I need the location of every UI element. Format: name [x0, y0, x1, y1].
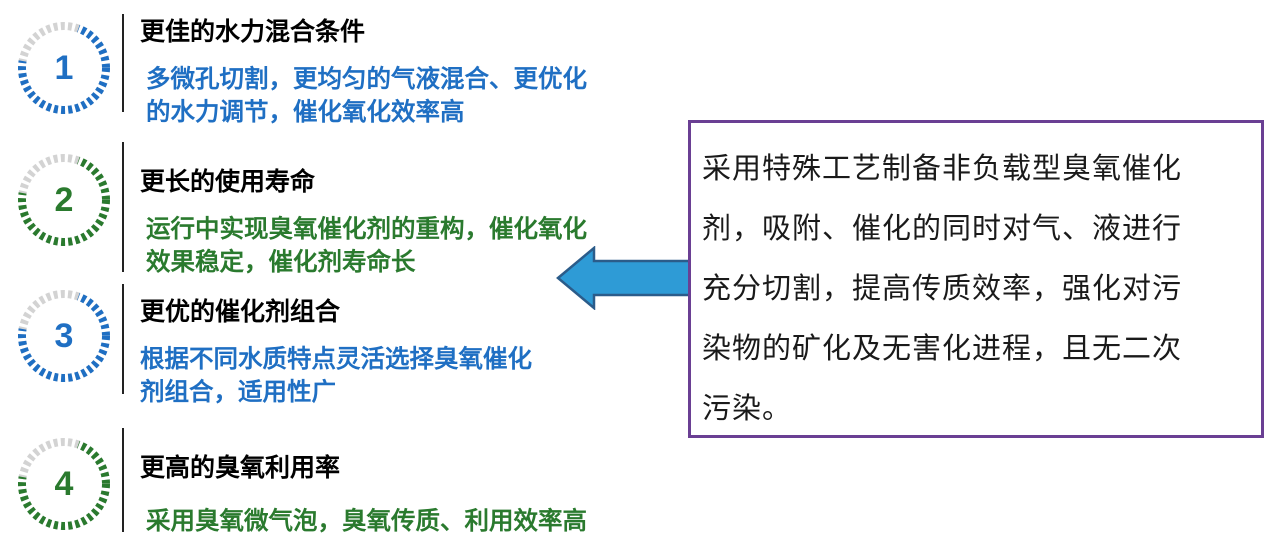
item-desc-1-line-1: 多微孔切割，更均匀的气液混合、更优化	[146, 64, 587, 93]
callout-line-5: 污染。	[702, 391, 793, 425]
callout-line-1: 采用特殊工艺制备非负载型臭氧催化	[702, 151, 1183, 185]
callout-line-4: 染物的矿化及无害化进程，且无二次	[702, 331, 1183, 365]
item-title-4: 更高的臭氧利用率	[140, 453, 341, 482]
step-number-2: 2	[54, 181, 74, 219]
step-number-3: 3	[54, 317, 74, 355]
divider-3	[122, 284, 124, 394]
item-desc-1-line-2: 的水力调节，催化氧化效率高	[146, 97, 465, 126]
ring-icon-2	[18, 154, 110, 246]
item-desc-3-line-2: 剂组合，适用性广	[140, 377, 336, 406]
item-desc-3-line-1: 根据不同水质特点灵活选择臭氧催化	[140, 344, 532, 373]
item-title-2: 更长的使用寿命	[140, 167, 316, 196]
item-desc-4-line-1: 采用臭氧微气泡，臭氧传质、利用效率高	[146, 506, 587, 535]
item-desc-2-line-1: 运行中实现臭氧催化剂的重构，催化氧化	[146, 214, 587, 243]
callout-line-2: 剂，吸附、催化的同时对气、液进行	[702, 211, 1183, 245]
left-arrow-icon	[556, 246, 694, 310]
divider-2	[122, 142, 124, 272]
callout-line-3: 充分切割，提高传质效率，强化对污	[702, 271, 1183, 305]
item-title-1: 更佳的水力混合条件	[140, 17, 366, 46]
item-title-3: 更优的催化剂组合	[140, 297, 341, 326]
description-callout: 采用特殊工艺制备非负载型臭氧催化 剂，吸附、催化的同时对气、液进行 充分切割，提…	[688, 120, 1264, 438]
step-number-1: 1	[54, 49, 74, 87]
step-number-4: 4	[54, 465, 74, 503]
item-desc-2-line-2: 效果稳定，催化剂寿命长	[146, 247, 416, 276]
ring-icon-1	[18, 22, 110, 114]
ring-icon-3	[18, 290, 110, 382]
divider-1	[122, 14, 124, 112]
ring-icon-4	[18, 438, 110, 530]
divider-4	[122, 428, 124, 532]
